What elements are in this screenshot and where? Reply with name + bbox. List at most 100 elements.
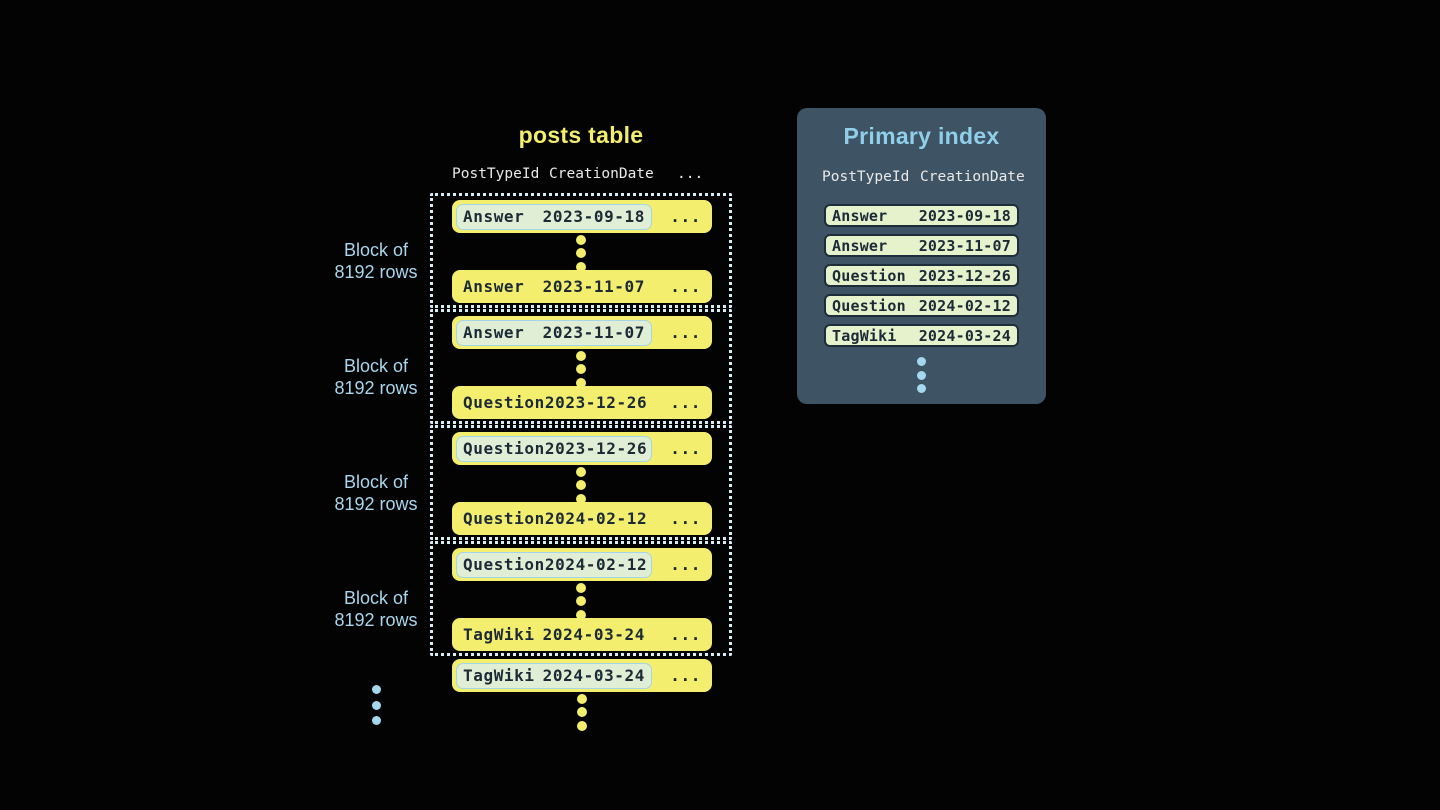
more-index-entries-ellipsis-icon — [797, 355, 1046, 395]
block-1-outline: Answer 2023-09-18 ... Answer 2023-11-07 … — [430, 193, 732, 308]
indexed-row-highlight: Answer 2023-11-07 — [456, 319, 652, 346]
posts-table-column-headers: PostTypeId CreationDate ... — [430, 166, 732, 186]
index-entry: Question 2023-12-26 — [824, 264, 1019, 287]
creation-date-cell: 2023-12-26 — [544, 439, 648, 458]
indexed-row-highlight: Question 2024-02-12 — [456, 551, 652, 578]
creation-date-cell: 2023-12-26 — [544, 393, 648, 412]
dot — [917, 383, 926, 393]
row-ellipsis: ... — [670, 625, 701, 644]
creation-date-cell: 2024-03-24 — [542, 666, 645, 685]
index-entry: TagWiki 2024-03-24 — [824, 324, 1019, 347]
table-row: Question 2024-02-12 ... — [452, 502, 712, 535]
primary-index-panel: Primary index PostTypeId CreationDate An… — [797, 108, 1046, 404]
row-cells: Answer 2023-11-07 — [456, 274, 652, 300]
dot — [576, 493, 586, 504]
dot — [576, 364, 586, 375]
column-header-posttypeid: PostTypeId — [822, 169, 910, 185]
block-3-label: Block of 8192 rows — [334, 472, 418, 514]
index-entry: Answer 2023-11-07 — [824, 234, 1019, 257]
omitted-rows-ellipsis-icon — [433, 349, 729, 390]
post-type-cell: TagWiki — [832, 326, 897, 345]
post-type-cell: Question — [463, 509, 545, 528]
row-cells: Question 2024-02-12 — [456, 506, 652, 532]
omitted-rows-ellipsis-icon — [433, 465, 729, 506]
row-ellipsis: ... — [670, 393, 701, 412]
omitted-rows-ellipsis-icon — [433, 581, 729, 622]
column-header-ellipsis: ... — [677, 166, 704, 182]
post-type-cell: Answer — [463, 277, 525, 296]
table-row: Question 2023-12-26 ... — [452, 432, 712, 465]
dot — [371, 685, 381, 695]
primary-index-column-headers: PostTypeId CreationDate — [797, 169, 1046, 189]
block-2-outline: Answer 2023-11-07 ... Question 2023-12-2… — [430, 309, 732, 424]
column-header-posttypeid: PostTypeId — [452, 166, 540, 182]
dot — [576, 609, 586, 620]
dot — [576, 248, 586, 259]
block-4-label: Block of 8192 rows — [334, 588, 418, 630]
post-type-cell: Question — [832, 296, 906, 315]
table-row: TagWiki 2024-03-24 ... — [452, 618, 712, 651]
creation-date-cell: 2024-03-24 — [918, 326, 1011, 345]
row-ellipsis: ... — [670, 323, 701, 342]
post-type-cell: Question — [463, 555, 545, 574]
post-type-cell: Question — [463, 393, 545, 412]
row-cells: Question 2023-12-26 — [456, 390, 652, 416]
block-1-label: Block of 8192 rows — [334, 240, 418, 282]
omitted-rows-ellipsis-icon — [433, 233, 729, 274]
creation-date-cell: 2024-02-12 — [544, 509, 648, 528]
indexed-row-highlight: Question 2023-12-26 — [456, 435, 652, 462]
dot — [371, 700, 381, 710]
row-cells: TagWiki 2024-03-24 — [456, 622, 652, 648]
row-ellipsis: ... — [670, 277, 701, 296]
row-ellipsis: ... — [670, 207, 701, 226]
dot — [576, 350, 586, 361]
row-ellipsis: ... — [670, 439, 701, 458]
column-header-creationdate: CreationDate — [920, 169, 1025, 185]
dot — [576, 466, 586, 477]
more-rows-ellipsis-icon — [567, 692, 597, 733]
row-ellipsis: ... — [670, 666, 701, 685]
table-row: Answer 2023-09-18 ... — [452, 200, 712, 233]
row-ellipsis: ... — [670, 509, 701, 528]
posts-table-title: posts table — [518, 122, 644, 148]
post-type-cell: Answer — [463, 323, 525, 342]
dot — [917, 370, 926, 380]
indexed-row-highlight: TagWiki 2024-03-24 — [456, 662, 652, 689]
dot — [576, 480, 586, 491]
table-row: Answer 2023-11-07 ... — [452, 270, 712, 303]
dot — [371, 715, 381, 725]
post-type-cell: Question — [463, 439, 545, 458]
table-row: Answer 2023-11-07 ... — [452, 316, 712, 349]
post-type-cell: Question — [832, 266, 906, 285]
table-row: Question 2023-12-26 ... — [452, 386, 712, 419]
table-row: Question 2024-02-12 ... — [452, 548, 712, 581]
creation-date-cell: 2023-11-07 — [542, 323, 645, 342]
column-header-creationdate: CreationDate — [549, 166, 654, 182]
creation-date-cell: 2024-02-12 — [544, 555, 648, 574]
primary-index-title: Primary index — [843, 123, 1000, 149]
dot — [917, 357, 926, 367]
dot — [576, 596, 586, 607]
block-4-outline: Question 2024-02-12 ... TagWiki 2024-03-… — [430, 541, 732, 656]
dot — [576, 261, 586, 272]
post-type-cell: TagWiki — [463, 625, 535, 644]
dot — [577, 720, 587, 731]
creation-date-cell: 2023-12-26 — [918, 266, 1011, 285]
dot — [577, 693, 587, 704]
creation-date-cell: 2023-09-18 — [542, 207, 645, 226]
row-ellipsis: ... — [670, 555, 701, 574]
dot — [576, 582, 586, 593]
index-entry: Question 2024-02-12 — [824, 294, 1019, 317]
post-type-cell: Answer — [832, 236, 888, 255]
block-2-label: Block of 8192 rows — [334, 356, 418, 398]
post-type-cell: TagWiki — [463, 666, 535, 685]
dot — [576, 234, 586, 245]
table-row: TagWiki 2024-03-24 ... — [452, 659, 712, 692]
creation-date-cell: 2023-09-18 — [918, 206, 1011, 225]
more-blocks-ellipsis-icon — [361, 682, 391, 728]
post-type-cell: Answer — [832, 206, 888, 225]
dot — [576, 377, 586, 388]
post-type-cell: Answer — [463, 207, 525, 226]
creation-date-cell: 2023-11-07 — [542, 277, 645, 296]
